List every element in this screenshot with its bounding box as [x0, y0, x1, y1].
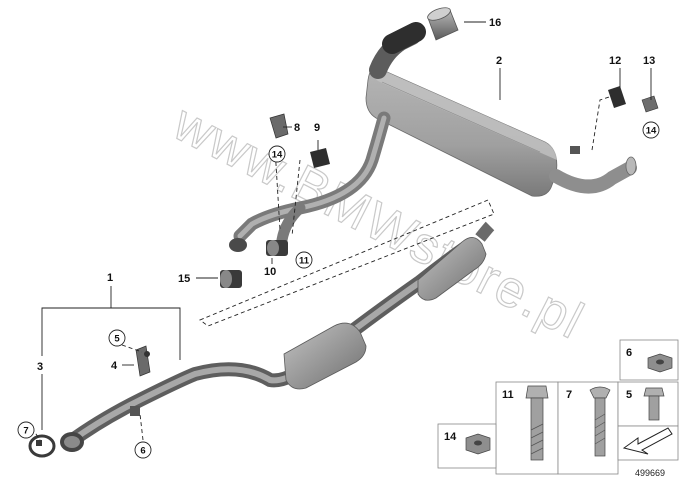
callout-12: 12 — [609, 55, 621, 67]
svg-text:7: 7 — [23, 426, 28, 437]
svg-text:11: 11 — [299, 256, 310, 267]
rubber-mount-10 — [266, 240, 288, 256]
svg-text:5: 5 — [626, 389, 632, 401]
hanger-bracket-front — [130, 345, 151, 416]
legend-box-6: 6 — [619, 339, 679, 381]
callout-3: 3 — [37, 361, 43, 373]
circled-callout-5: 5 — [108, 329, 126, 347]
circled-callout-6: 6 — [134, 441, 152, 459]
pipe-clamp — [28, 434, 56, 458]
bracket-8 — [269, 113, 289, 139]
front-pipe-assembly — [60, 221, 495, 452]
svg-text:6: 6 — [626, 347, 632, 359]
rubber-mount-9 — [310, 148, 330, 168]
svg-text:14: 14 — [272, 150, 283, 161]
bracket-13 — [641, 95, 659, 113]
callout-2: 2 — [496, 55, 502, 67]
leader-lines — [31, 21, 652, 441]
hex-bolt-head-icon — [525, 385, 549, 399]
legend-box-7: 7 — [557, 381, 619, 475]
callout-1: 1 — [107, 272, 113, 284]
carriage-bolt-head-icon — [589, 386, 611, 399]
rubber-mount-12 — [608, 86, 626, 108]
callout-16: 16 — [489, 17, 501, 29]
callout-8: 8 — [294, 122, 300, 134]
diagram-reference-number: 499669 — [635, 468, 665, 478]
circled-callout-11: 11 — [295, 251, 313, 269]
legend-box-5: 5 — [617, 381, 679, 427]
direction-arrow-icon — [622, 427, 673, 455]
callout-4: 4 — [111, 360, 118, 372]
circled-callout-14a: 14 — [268, 145, 286, 163]
circled-callout-7: 7 — [17, 421, 35, 439]
legend-box-14: 14 — [437, 423, 497, 469]
callout-13: 13 — [643, 55, 655, 67]
rear-silencer — [229, 22, 637, 252]
callout-9: 9 — [314, 122, 320, 134]
svg-text:11: 11 — [502, 389, 514, 401]
rubber-mount-15 — [220, 270, 242, 288]
short-bolt-icon — [643, 387, 665, 397]
svg-text:14: 14 — [646, 126, 657, 137]
legend-box-arrow — [617, 425, 679, 461]
svg-text:14: 14 — [444, 431, 457, 443]
svg-text:7: 7 — [566, 389, 572, 401]
pipe-outlet-end — [229, 238, 247, 252]
circled-callout-14b: 14 — [642, 121, 660, 139]
svg-text:5: 5 — [114, 334, 120, 345]
tailpipe-trim — [427, 7, 459, 41]
callout-10: 10 — [264, 266, 276, 278]
callout-15: 15 — [178, 273, 190, 285]
legend-box-11: 11 — [495, 381, 559, 475]
svg-text:6: 6 — [140, 446, 145, 457]
